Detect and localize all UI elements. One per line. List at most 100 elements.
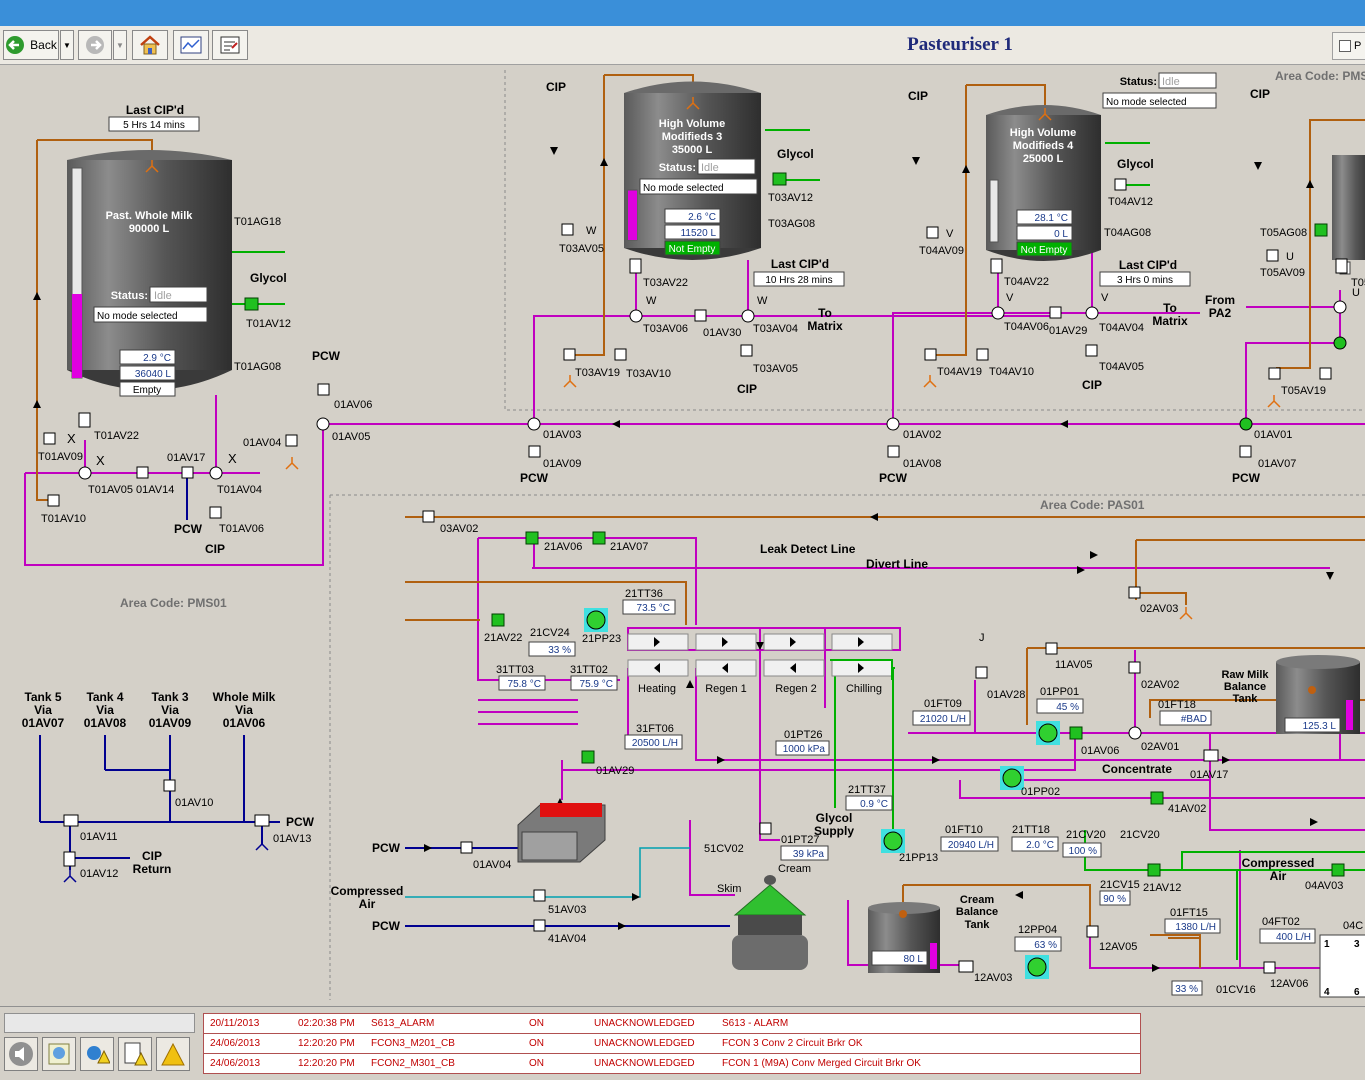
tag-T01AV09: T01AV09	[38, 451, 83, 463]
network-button[interactable]	[80, 1037, 114, 1071]
t01-level-bar	[72, 294, 82, 378]
forward-button[interactable]	[78, 30, 112, 60]
whole-milk-via: Via	[235, 703, 253, 717]
reading-01PT27: 39 kPa	[793, 849, 825, 860]
u-mark-2: U	[1352, 287, 1360, 299]
tag-12AV06: 12AV06	[1270, 978, 1308, 990]
t03-name-line3: 35000 L	[672, 144, 713, 156]
checkbox-label: P	[1354, 40, 1362, 52]
grid-box: 1 3 4 6	[1319, 934, 1365, 998]
pcw-label-t01: PCW	[174, 522, 203, 536]
tank-t01[interactable]	[67, 150, 232, 390]
homogeniser[interactable]	[517, 803, 606, 863]
reading-01FT10: 20940 L/H	[948, 840, 994, 851]
reading-01FT18: #BAD	[1181, 714, 1207, 725]
document-warning-button[interactable]	[118, 1037, 152, 1071]
tag-03AV02: 03AV02	[440, 523, 478, 535]
alarm-ack: UNACKNOWLEDGED	[594, 1018, 695, 1029]
t03-last-cip-label: Last CIP'd	[771, 257, 829, 271]
tag-01AV06b: 01AV06	[1081, 745, 1119, 757]
reading-31FT06: 20500 L/H	[632, 738, 678, 749]
reading-01CV16: 33 %	[1175, 984, 1198, 995]
reading-21CV15: 90 %	[1103, 894, 1126, 905]
alarm-row[interactable]: 24/06/2013 12:20:20 PM FCON3_M201_CB ON …	[204, 1034, 1140, 1054]
pcw-label-01av06: PCW	[312, 349, 341, 363]
speaker-button[interactable]	[4, 1037, 38, 1071]
alarm-row[interactable]: 24/06/2013 12:20:20 PM FCON2_M301_CB ON …	[204, 1054, 1140, 1073]
tag-01AV04: 01AV04	[243, 437, 281, 449]
reading-21CV20: 100 %	[1069, 846, 1097, 857]
pcw-label-01av08: PCW	[879, 471, 908, 485]
concentrate-label: Concentrate	[1102, 762, 1172, 776]
cip-lines	[36, 74, 1365, 968]
report-button[interactable]	[212, 30, 248, 60]
valve-symbols[interactable]	[43, 178, 1348, 974]
back-button[interactable]: Back	[3, 30, 59, 60]
reading-01FT15: 1380 L/H	[1175, 922, 1216, 933]
reading-12PP04: 63 %	[1034, 940, 1057, 951]
tag-02AV02: 02AV02	[1141, 679, 1179, 691]
map-button[interactable]	[42, 1037, 76, 1071]
back-dropdown-button[interactable]: ▼	[60, 30, 74, 60]
cream-balance-tank[interactable]	[868, 902, 940, 973]
alarm-row[interactable]: 20/11/2013 02:20:38 PM S613_ALARM ON UNA…	[204, 1014, 1140, 1034]
tag-T01AG08: T01AG08	[234, 361, 281, 373]
cip-label-t03: CIP	[546, 80, 566, 94]
t04-state: Not Empty	[1021, 245, 1068, 256]
tag-01AV07: 01AV07	[1258, 458, 1296, 470]
t01-status-value: Idle	[154, 290, 172, 302]
tag-21AV12: 21AV12	[1143, 882, 1181, 894]
tank5-label: Tank 5	[24, 690, 61, 704]
j-mark: J	[979, 632, 985, 644]
tag-01AV29b: 01AV29	[596, 765, 634, 777]
t03-last-cip-value: 10 Hrs 28 mins	[765, 275, 832, 286]
right-panel-checkbox[interactable]: P	[1332, 32, 1365, 60]
tag-01AV14: 01AV14	[136, 484, 174, 496]
green-valve-symbols[interactable]	[244, 172, 1345, 877]
plate-heat-exchanger[interactable]	[627, 633, 893, 680]
v-mark-2: V	[1006, 292, 1014, 304]
checkbox-box[interactable]	[1339, 40, 1351, 52]
t03-mode: No mode selected	[643, 183, 724, 194]
process-mimic: Past. Whole Milk 90000 L Status: Idle No…	[0, 64, 1365, 1006]
alarm-tag: FCON2_M301_CB	[371, 1058, 455, 1069]
alarm-filter-field[interactable]	[4, 1013, 195, 1033]
alarm-time: 12:20:20 PM	[298, 1038, 355, 1049]
trend-button[interactable]	[173, 30, 209, 60]
x-mark-1: X	[96, 453, 105, 468]
tag-01AV03: 01AV03	[543, 429, 581, 441]
forward-dropdown-button[interactable]: ▼	[113, 30, 127, 60]
raw-milk-balance-tank[interactable]	[1276, 655, 1360, 734]
glycol-supply-line1: Glycol	[816, 811, 853, 825]
tank-t05-partial[interactable]	[1332, 155, 1365, 275]
cip-return-line2: Return	[133, 862, 172, 876]
separator[interactable]	[732, 875, 808, 970]
junctions	[78, 300, 1347, 740]
chilling-label: Chilling	[846, 683, 882, 695]
tag-01AV29: 01AV29	[1049, 325, 1087, 337]
alarm-table[interactable]: 20/11/2013 02:20:38 PM S613_ALARM ON UNA…	[203, 1013, 1141, 1074]
back-arrow-icon	[6, 36, 25, 54]
matrix-label-t03: Matrix	[807, 319, 843, 333]
tag-T04AV22: T04AV22	[1004, 276, 1049, 288]
tag-01AV05: 01AV05	[332, 431, 370, 443]
home-button[interactable]	[132, 30, 168, 60]
tag-12AV05: 12AV05	[1099, 941, 1137, 953]
v-mark-1: V	[946, 228, 954, 240]
tag-T03AV12: T03AV12	[768, 192, 813, 204]
air-lines	[405, 847, 690, 898]
t01-state: Empty	[133, 385, 161, 396]
t03-state: Not Empty	[669, 244, 716, 255]
x-mark-3: X	[228, 451, 237, 466]
pumps[interactable]	[584, 608, 1060, 979]
cip-label-t03av05: CIP	[737, 382, 757, 396]
grid-3: 3	[1354, 939, 1360, 950]
tag-T03AV05: T03AV05	[559, 243, 604, 255]
reading-21CV24: 33 %	[548, 645, 571, 656]
area-boundaries	[329, 70, 1365, 1000]
tag-21PP13: 21PP13	[899, 852, 938, 864]
tag-21PP23: 21PP23	[582, 633, 621, 645]
warning-button[interactable]	[156, 1037, 190, 1071]
tag-T01AG18: T01AG18	[234, 216, 281, 228]
back-button-label: Back	[30, 38, 57, 52]
